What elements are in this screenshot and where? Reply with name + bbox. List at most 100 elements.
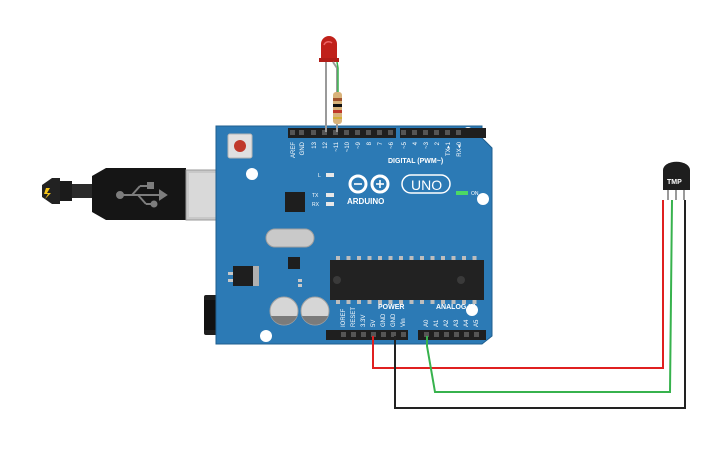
digital-pin-label: GND bbox=[300, 141, 306, 155]
header-socket[interactable] bbox=[454, 332, 459, 337]
header-socket[interactable] bbox=[355, 130, 360, 135]
pin-label: A1 bbox=[434, 319, 440, 327]
digital-pin-label: ~3 bbox=[424, 141, 430, 149]
chip-pin bbox=[462, 256, 466, 260]
header-socket[interactable] bbox=[464, 332, 469, 337]
header-socket[interactable] bbox=[434, 130, 439, 135]
usb-cable[interactable] bbox=[42, 168, 237, 221]
header-socket[interactable] bbox=[412, 130, 417, 135]
led-l-indicator bbox=[326, 173, 334, 177]
chip-pin bbox=[451, 256, 456, 260]
header-socket[interactable] bbox=[381, 332, 386, 337]
power-wire[interactable] bbox=[372, 200, 664, 369]
chip-pin bbox=[336, 300, 340, 304]
pin-label: A5 bbox=[474, 319, 480, 327]
header-socket[interactable] bbox=[434, 332, 439, 337]
header-socket[interactable] bbox=[344, 130, 349, 135]
pin-label: A2 bbox=[444, 319, 450, 327]
arduino-logo-text: ARDUINO bbox=[347, 197, 384, 206]
chip-pin bbox=[378, 256, 382, 260]
tmp-label: TMP bbox=[667, 179, 682, 186]
header-socket[interactable] bbox=[290, 130, 295, 135]
chip-pin bbox=[451, 300, 456, 304]
ground-wire[interactable] bbox=[394, 200, 686, 409]
chip-pin bbox=[430, 300, 435, 304]
chip-pin bbox=[409, 256, 414, 260]
chip-pin bbox=[346, 256, 351, 260]
mount-hole bbox=[466, 304, 478, 316]
header-socket[interactable] bbox=[423, 130, 428, 135]
header-socket[interactable] bbox=[341, 332, 346, 337]
header-socket[interactable] bbox=[474, 332, 479, 337]
chip-pin bbox=[409, 300, 414, 304]
pin-label: A4 bbox=[464, 319, 470, 327]
header-socket[interactable] bbox=[361, 332, 366, 337]
led-rx-label: RX bbox=[312, 202, 320, 208]
chip-pin bbox=[367, 256, 372, 260]
led-l-label: L bbox=[318, 173, 321, 179]
reset-button[interactable] bbox=[227, 133, 253, 159]
header-socket[interactable] bbox=[311, 130, 316, 135]
header-socket[interactable] bbox=[299, 130, 304, 135]
analog-header[interactable]: A0 A1 A2 A3 A4 A5 bbox=[418, 319, 486, 340]
digital-pin-label: ~10 bbox=[345, 141, 351, 152]
header-socket[interactable] bbox=[377, 130, 382, 135]
chip-pin bbox=[357, 300, 361, 304]
mount-hole bbox=[260, 330, 272, 342]
signal-wire[interactable] bbox=[426, 199, 673, 393]
digital-pin-label: AREF bbox=[291, 142, 297, 158]
header-socket[interactable] bbox=[456, 130, 461, 135]
chip-pin bbox=[336, 256, 340, 260]
header-socket[interactable] bbox=[388, 130, 393, 135]
header-socket[interactable] bbox=[391, 332, 396, 337]
chip-pin bbox=[388, 300, 393, 304]
chip-pin bbox=[420, 256, 424, 260]
crystal-oscillator bbox=[265, 228, 315, 248]
capacitor bbox=[300, 296, 330, 326]
small-chip bbox=[288, 257, 300, 269]
header-socket[interactable] bbox=[351, 332, 356, 337]
lightning-icon bbox=[44, 188, 51, 199]
pin-label: GND bbox=[391, 313, 397, 327]
header-socket[interactable] bbox=[371, 332, 376, 337]
chip-pin bbox=[346, 300, 351, 304]
header-socket[interactable] bbox=[445, 130, 450, 135]
on-label: ON bbox=[471, 191, 479, 197]
regulator-pin bbox=[228, 279, 233, 282]
led-anode-leg bbox=[332, 61, 338, 92]
tmp-sensor[interactable]: TMP bbox=[663, 161, 690, 200]
resistor[interactable] bbox=[333, 92, 342, 132]
arduino-logo-icon bbox=[348, 174, 390, 194]
header-socket[interactable] bbox=[401, 130, 406, 135]
red-led[interactable] bbox=[319, 36, 339, 124]
pin-label: A3 bbox=[454, 319, 460, 327]
usb-icon bbox=[116, 182, 168, 208]
header-socket[interactable] bbox=[444, 332, 449, 337]
digital-header-label: DIGITAL (PWM~) bbox=[388, 158, 443, 165]
header-socket[interactable] bbox=[333, 130, 338, 135]
chip-pin bbox=[472, 300, 477, 304]
chip-pin bbox=[388, 256, 393, 260]
chip-pin bbox=[462, 300, 466, 304]
chip-pin bbox=[441, 300, 445, 304]
led-rx-indicator bbox=[326, 202, 334, 206]
digital-pin-label: 13 bbox=[312, 141, 318, 148]
atmega-microcontroller bbox=[330, 256, 484, 304]
pin-label: A0 bbox=[424, 319, 430, 327]
header-socket[interactable] bbox=[366, 130, 371, 135]
header-socket[interactable] bbox=[401, 332, 406, 337]
chip-pin bbox=[357, 256, 361, 260]
pin-label: 5V bbox=[371, 320, 377, 327]
analog-header-label: ANALOG IN bbox=[436, 304, 475, 311]
led-tx-label: TX bbox=[312, 193, 319, 199]
header-socket[interactable] bbox=[322, 130, 327, 135]
digital-pin-label: ~9 bbox=[356, 141, 362, 149]
digital-pin-label: 7 bbox=[378, 141, 384, 145]
chip-pin bbox=[441, 256, 445, 260]
digital-pin-label: 12 bbox=[323, 141, 329, 148]
header-socket[interactable] bbox=[424, 332, 429, 337]
